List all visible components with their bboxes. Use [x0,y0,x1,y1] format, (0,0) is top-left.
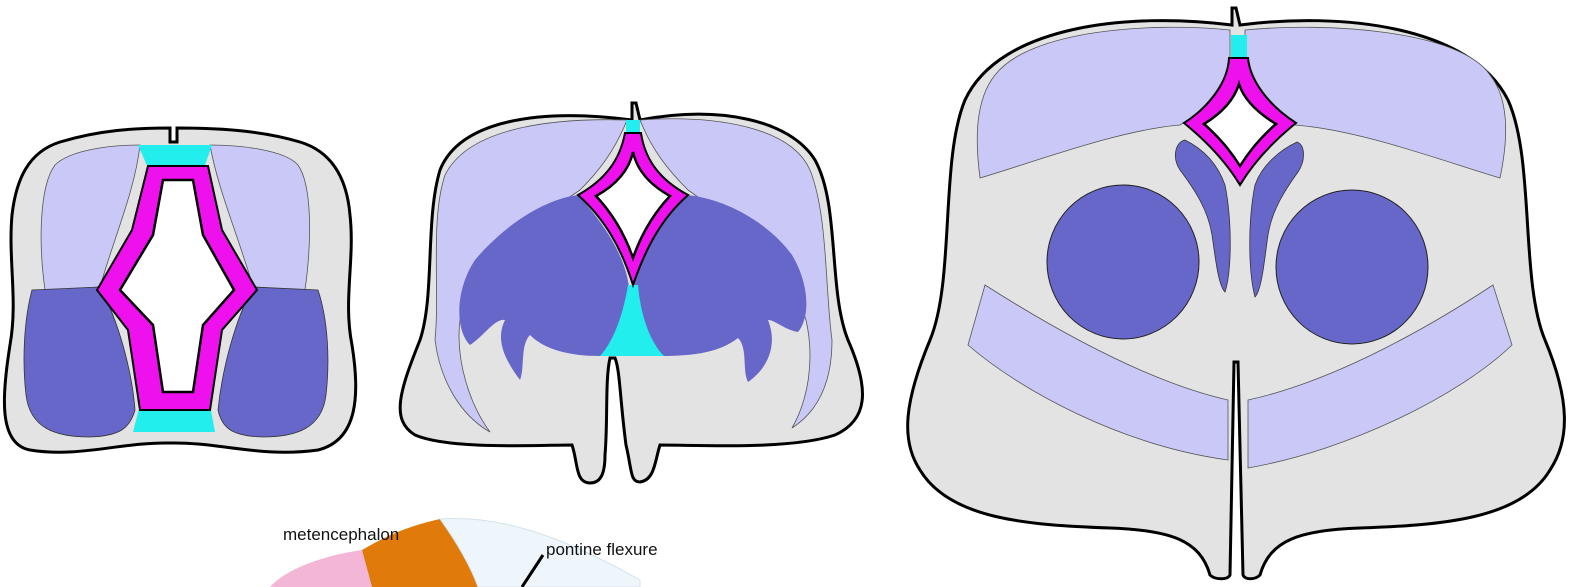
section-intermediate-brainstem [400,103,862,483]
section3-pontine-nucleus-right [1276,190,1428,344]
section2-roof-plate [626,120,640,134]
embryo-brain-schematic: metencephalon pontine flexure [270,519,658,587]
section-early-neural-tube [4,128,355,452]
section-pons [908,8,1565,579]
section3-roof-plate [1231,35,1247,59]
label-metencephalon: metencephalon [283,525,399,544]
section1-roof-plate [138,145,212,168]
section3-pontine-nucleus-left [1047,185,1199,339]
label-pontine-flexure: pontine flexure [546,540,658,559]
myelencephalon-region [270,550,372,587]
